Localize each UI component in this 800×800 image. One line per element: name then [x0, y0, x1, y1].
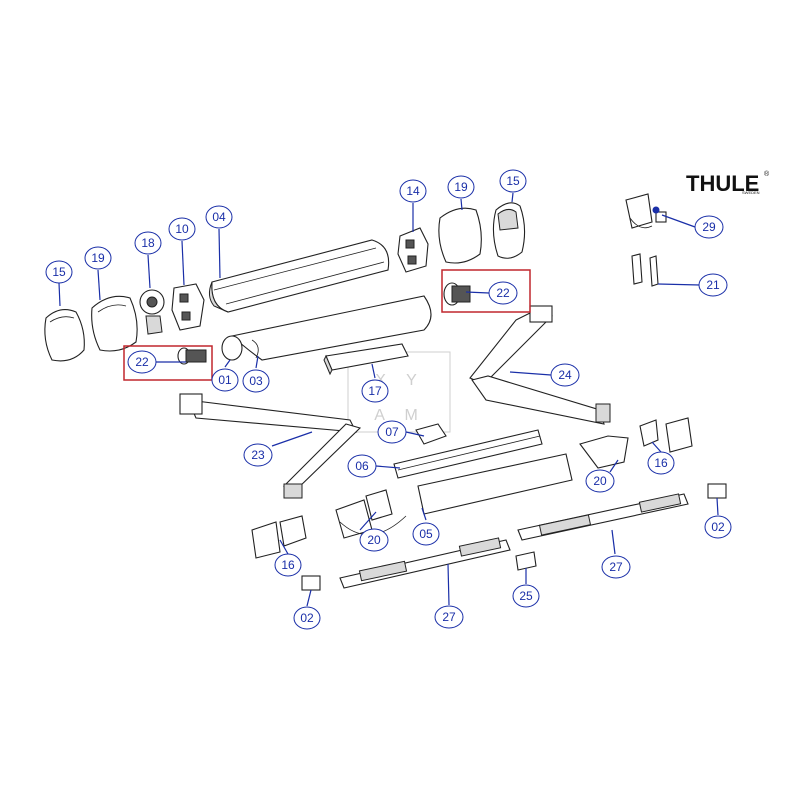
- callout-label: 15: [52, 265, 66, 279]
- callout-label: 06: [355, 459, 369, 473]
- callout-14: 14: [399, 179, 427, 203]
- brand-registered: ®: [764, 170, 770, 178]
- callout-25: 25: [512, 584, 540, 608]
- callout-label: 03: [249, 374, 263, 388]
- part-coupler-left: [177, 347, 207, 365]
- callout-07: 07: [377, 420, 407, 444]
- part-rail-27-left: [339, 537, 511, 589]
- callout-02-right: 02: [704, 515, 732, 539]
- highlight-box-22-right: [441, 269, 531, 313]
- part-bracket-16-right: [639, 417, 693, 453]
- callout-label: 21: [706, 278, 720, 292]
- part-cassette-profile: [208, 239, 390, 313]
- callout-06: 06: [347, 454, 377, 478]
- part-cover-left: [91, 295, 138, 352]
- callout-label: 19: [91, 251, 105, 265]
- callout-23: 23: [243, 443, 273, 467]
- part-coupler-right: [443, 282, 471, 306]
- callout-27-left: 27: [434, 605, 464, 629]
- thule-logo: THULE ® SWEDEN: [686, 170, 770, 196]
- part-arm-right: [469, 305, 611, 425]
- highlight-box-22-left: [123, 345, 213, 381]
- callout-label: 24: [558, 368, 572, 382]
- callout-16-right: 16: [647, 451, 675, 475]
- callout-04: 04: [205, 205, 233, 229]
- callout-label: 01: [218, 373, 232, 387]
- callout-19-right: 19: [447, 175, 475, 199]
- callout-label: 15: [506, 174, 520, 188]
- callout-15-left: 15: [45, 260, 73, 284]
- part-block-02-left: [301, 575, 321, 591]
- callout-17: 17: [361, 379, 389, 403]
- part-end-cap-left: [44, 309, 85, 362]
- leader-lines: [58, 192, 719, 607]
- callout-label: 27: [609, 560, 623, 574]
- part-lead-bar: [393, 429, 543, 479]
- callout-15-right: 15: [499, 169, 527, 193]
- part-valance: [417, 453, 573, 515]
- callout-label: 16: [281, 558, 295, 572]
- part-rail-27-right: [517, 493, 689, 541]
- watermark-row2: A M: [374, 407, 426, 424]
- callout-21: 21: [698, 273, 728, 297]
- callout-05: 05: [412, 522, 440, 546]
- part-block-02-right: [707, 483, 727, 499]
- callout-27-right: 27: [601, 555, 631, 579]
- part-bracket-20-left: [335, 489, 407, 539]
- callout-20-left: 20: [359, 528, 389, 552]
- callout-22-left: 22: [127, 350, 157, 374]
- callout-18: 18: [134, 231, 162, 255]
- part-gear-bracket: [397, 227, 429, 273]
- callout-16-left: 16: [274, 553, 302, 577]
- callout-19-left: 19: [84, 246, 112, 270]
- callout-29: 29: [694, 215, 724, 239]
- callout-03: 03: [242, 369, 270, 393]
- part-end-bracket: [171, 283, 205, 331]
- callout-label: 10: [175, 222, 189, 236]
- callout-label: 23: [251, 448, 265, 462]
- brand-subtitle: SWEDEN: [742, 190, 760, 195]
- callout-label: 25: [519, 589, 533, 603]
- part-end-cap-right: [492, 202, 526, 259]
- callout-label: 19: [454, 180, 468, 194]
- part-block-25: [515, 551, 537, 571]
- callout-label: 04: [212, 210, 226, 224]
- callout-10: 10: [168, 217, 196, 241]
- part-hinge-small: [625, 193, 667, 229]
- callout-22-right: 22: [488, 281, 518, 305]
- callout-01: 01: [211, 368, 239, 392]
- callout-label: 07: [385, 425, 399, 439]
- part-bracket-16-left: [251, 515, 307, 559]
- part-rail-clip: [631, 253, 659, 287]
- callout-label: 22: [496, 286, 510, 300]
- callout-label: 18: [141, 236, 155, 250]
- part-arm-left: [179, 393, 362, 499]
- callout-label: 20: [367, 533, 381, 547]
- part-cover-right: [438, 207, 482, 264]
- part-clip-07: [415, 423, 447, 445]
- callout-label: 02: [300, 611, 314, 625]
- part-gear-wheel: [139, 289, 165, 335]
- part-fabric: [230, 295, 432, 361]
- indicator-dot-29: [652, 206, 660, 214]
- callout-label: 05: [419, 527, 433, 541]
- callout-label: 17: [368, 384, 382, 398]
- brand-name: THULE: [686, 171, 759, 196]
- callout-label: 20: [593, 474, 607, 488]
- callout-20-right: 20: [585, 469, 615, 493]
- callout-label: 16: [654, 456, 668, 470]
- callout-02-left: 02: [293, 606, 321, 630]
- callout-label: 27: [442, 610, 456, 624]
- callout-24: 24: [550, 363, 580, 387]
- callout-label: 14: [406, 184, 420, 198]
- part-lead-profile-short: [323, 343, 409, 376]
- callout-label: 29: [702, 220, 716, 234]
- callout-label: 02: [711, 520, 725, 534]
- callout-label: 22: [135, 355, 149, 369]
- part-bracket-20-right: [579, 435, 629, 469]
- part-roller-tube: [221, 335, 243, 361]
